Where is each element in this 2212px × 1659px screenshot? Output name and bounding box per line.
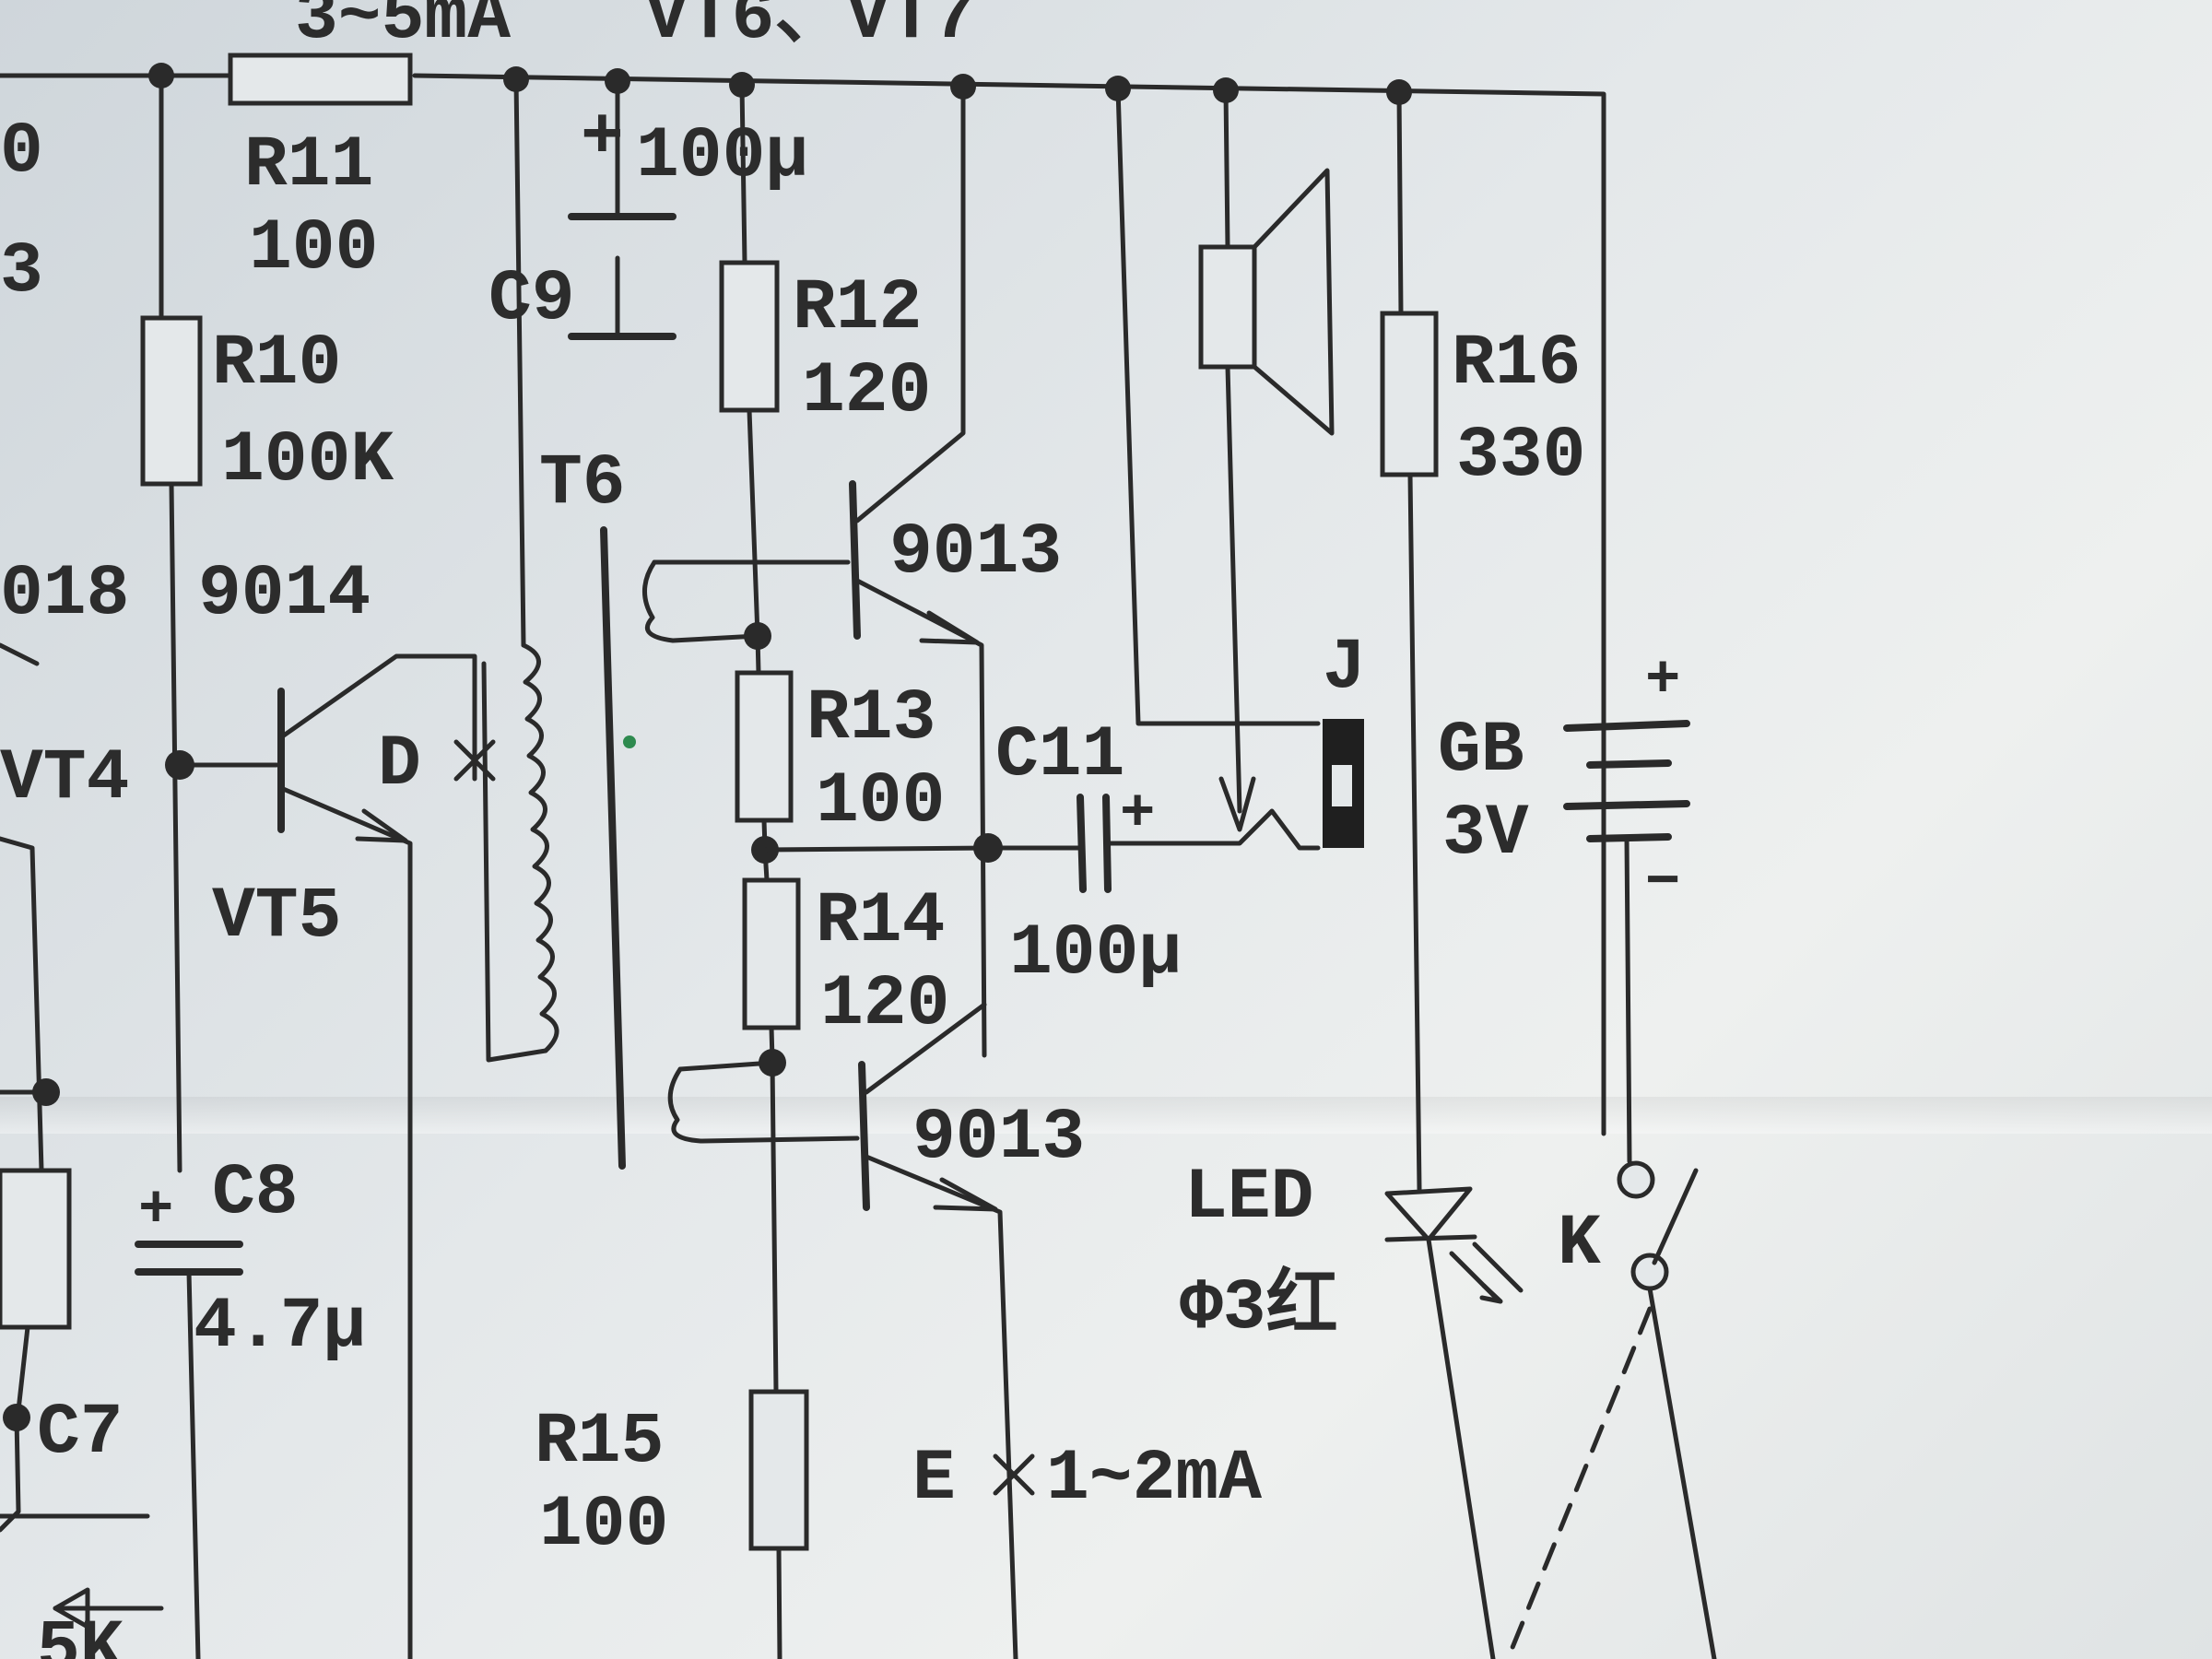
c9-plus: + <box>581 98 624 179</box>
resistor-r10 <box>140 73 203 1173</box>
c8-name: C8 <box>212 1153 299 1234</box>
led-spec: Φ3红 <box>1180 1265 1338 1349</box>
e-label: E <box>912 1439 956 1520</box>
battery-voltage: 3V <box>1442 794 1529 875</box>
r12-value: 120 <box>802 351 931 432</box>
vt7-type: 9013 <box>912 1098 1085 1179</box>
speaker <box>1115 86 1335 832</box>
r10-name: R10 <box>212 324 341 405</box>
r13-value: 100 <box>816 761 945 842</box>
battery-name: GB <box>1438 711 1524 792</box>
left-partial-018: 018 <box>0 554 129 635</box>
left-partial-0: 0 <box>0 112 43 193</box>
led-name: LED <box>1184 1158 1313 1239</box>
resistor-r16 <box>1380 89 1439 1192</box>
c9-name: C9 <box>488 259 575 340</box>
test-point-e <box>993 1453 1035 1496</box>
c11-value: 100μ <box>1009 913 1182 994</box>
c8-value: 4.7μ <box>194 1287 366 1368</box>
r14-name: R14 <box>816 881 945 962</box>
top-current-label: 3~5mA <box>295 0 511 59</box>
transformer-t6 <box>481 76 636 1170</box>
c7-name: C7 <box>37 1393 124 1474</box>
c8-plus: + <box>138 1178 173 1244</box>
jack-name: J <box>1323 628 1366 709</box>
capacitor-c9 <box>568 78 677 340</box>
left-partial-circuit <box>0 642 164 1630</box>
vt4-label: VT4 <box>0 738 129 819</box>
vt6-type: 9013 <box>889 512 1062 594</box>
r12-name: R12 <box>793 268 922 349</box>
capacitor-c8 <box>135 1241 243 1659</box>
vt5-name: VT5 <box>212 877 341 958</box>
paper-fold <box>0 1097 2212 1134</box>
e-current: 1~2mA <box>1046 1439 1262 1520</box>
transistor-vt7 <box>667 1002 1018 1659</box>
r16-name: R16 <box>1452 324 1581 405</box>
r15-name: R15 <box>535 1402 664 1483</box>
jack-j <box>1323 719 1364 848</box>
bottom-partial-5k: 5K <box>37 1609 124 1659</box>
c11-plus: + <box>1120 782 1155 848</box>
resistor-r15 <box>748 1060 809 1659</box>
resistor-r14 <box>742 847 801 1063</box>
led <box>1384 1186 1524 1659</box>
battery-minus: − <box>1645 851 1680 917</box>
capacitor-c11 <box>762 794 1321 893</box>
resistor-r12 <box>719 82 780 639</box>
c9-value: 100μ <box>636 116 808 197</box>
r13-name: R13 <box>806 678 935 759</box>
battery-gb <box>1563 720 1690 1164</box>
r11-name: R11 <box>244 125 373 206</box>
transistor-vt5 <box>177 653 477 1659</box>
r16-value: 330 <box>1456 416 1585 497</box>
left-partial-3: 3 <box>0 231 43 312</box>
r15-value: 100 <box>539 1485 668 1566</box>
switch-k <box>1509 1160 1717 1659</box>
r10-value: 100K <box>221 420 394 501</box>
resistor-r11 <box>228 53 413 106</box>
transistor-vt6 <box>642 84 987 1058</box>
top-transistors-label: VT6、VT7 <box>645 0 976 59</box>
test-point-d <box>453 739 496 782</box>
d-label: D <box>378 724 421 806</box>
t6-name: T6 <box>539 443 626 524</box>
vt5-type: 9014 <box>198 554 371 635</box>
switch-name: K <box>1558 1204 1601 1285</box>
r11-value: 100 <box>249 208 378 289</box>
c11-name: C11 <box>995 715 1124 796</box>
battery-plus: + <box>1645 648 1680 714</box>
r14-value: 120 <box>820 964 949 1045</box>
resistor-r13 <box>735 633 794 851</box>
